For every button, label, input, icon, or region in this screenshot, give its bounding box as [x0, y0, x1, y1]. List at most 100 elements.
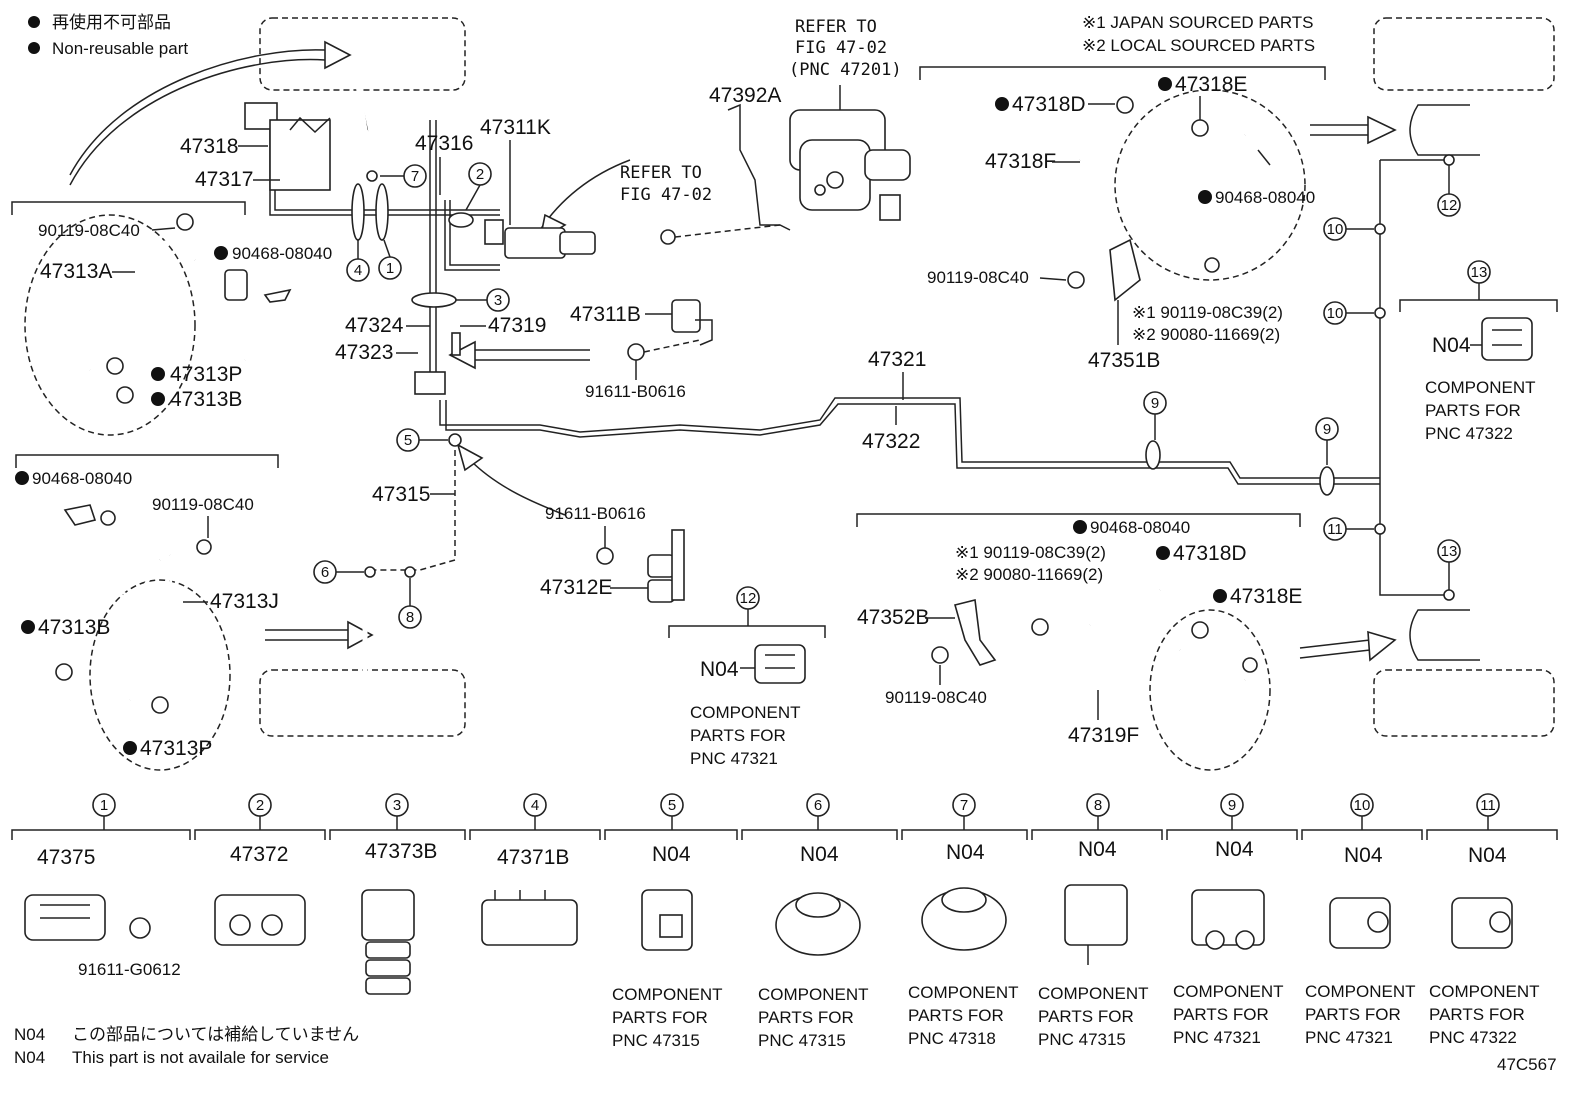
callout-1: 1 [386, 260, 394, 277]
bottom-9-code: N04 [1215, 838, 1254, 861]
label-90119-c39-b: ※1 90119-08C39(2) [955, 543, 1106, 562]
bottom-7-code: N04 [946, 841, 985, 864]
clip12-num: 12 [740, 590, 757, 607]
trunk-clamps [351, 183, 474, 395]
refer-fig-1: REFER TO [620, 163, 702, 183]
label-47352b: 47352B [857, 606, 929, 629]
bottom-1-sub: 91611-G0612 [78, 960, 181, 979]
bottom-2-code: 47372 [230, 843, 288, 866]
flow-arrows [69, 40, 1397, 662]
brake-pipes [269, 62, 1445, 688]
clip13-desc-1: COMPONENT [1425, 378, 1536, 397]
label-47312e: 47312E [540, 576, 612, 599]
bottom-10-num: 10 [1354, 797, 1371, 814]
label-47315: 47315 [372, 483, 430, 506]
clip-47311b [627, 299, 713, 361]
bottom-6-desc-2: PARTS FOR [758, 1008, 854, 1027]
label-90468-d: 90468-08040 [1090, 518, 1190, 537]
diagram-callouts: 7 2 4 1 3 5 6 8 9 9 10 [313, 154, 1461, 629]
refer-master-1: REFER TO [795, 17, 877, 37]
footnote-en: This part is not availale for service [72, 1048, 329, 1067]
callout-4: 4 [354, 262, 362, 279]
harness-47313a [24, 213, 292, 436]
label-47324: 47324 [345, 314, 404, 337]
callout-11: 11 [1327, 521, 1343, 538]
bottom-11-code: N04 [1468, 844, 1507, 867]
callout-13: 13 [1441, 543, 1458, 560]
label-47311b: 47311B [570, 303, 641, 326]
label-90080-a: ※2 90080-11669(2) [1132, 325, 1280, 344]
label-47313j: 47313J [210, 590, 279, 613]
clip-inset-13: 13 N04 COMPONENT PARTS FOR PNC 47322 [1425, 260, 1536, 443]
bracket-47392a [660, 103, 791, 245]
label-47392a: 47392A [709, 84, 781, 107]
bottom-10-desc-2: PARTS FOR [1305, 1005, 1401, 1024]
callout-2: 2 [476, 166, 484, 183]
bottom-7-num: 7 [960, 797, 968, 814]
legend-star1: ※1 JAPAN SOURCED PARTS [1082, 13, 1314, 32]
callout-3: 3 [494, 292, 502, 309]
label-47322: 47322 [862, 430, 920, 453]
label-90119-a: 90119-08C40 [38, 221, 140, 240]
bottom-7-desc-3: PNC 47318 [908, 1029, 996, 1048]
clip-inset-12: 12 N04 COMPONENT PARTS FOR PNC 47321 [690, 586, 806, 768]
bottom-3-code: 47373B [365, 840, 437, 863]
clip13-desc-3: PNC 47322 [1425, 424, 1513, 443]
refer-fig-2: FIG 47-02 [620, 185, 712, 205]
clip12-desc-2: PARTS FOR [690, 726, 786, 745]
label-90468-b: 90468-08040 [32, 469, 132, 488]
footnote-jp: この部品については補給していません [72, 1025, 359, 1044]
bottom-11-desc-2: PARTS FOR [1429, 1005, 1525, 1024]
clip12-desc-1: COMPONENT [690, 703, 801, 722]
clip13-desc-2: PARTS FOR [1425, 401, 1521, 420]
label-91611-b: 91611-B0616 [545, 504, 646, 523]
clip13-num: 13 [1471, 264, 1488, 281]
bottom-8-code: N04 [1078, 838, 1117, 861]
bottom-8-desc-1: COMPONENT [1038, 984, 1149, 1003]
legend-en: Non-reusable part [52, 39, 188, 58]
harness-47313j [55, 504, 231, 771]
callout-10b: 10 [1327, 305, 1344, 322]
label-47319f: 47319F [1068, 724, 1139, 747]
valve-47311k [484, 219, 596, 259]
label-47313a: 47313A [40, 260, 112, 283]
label-90119-b: 90119-08C40 [152, 495, 254, 514]
bottom-1-num: 1 [100, 797, 108, 814]
bottom-10-desc-1: COMPONENT [1305, 982, 1416, 1001]
label-90119-c39-a: ※1 90119-08C39(2) [1132, 303, 1283, 322]
callout-7: 7 [411, 168, 419, 185]
label-47321: 47321 [868, 348, 926, 371]
footnote: N04 この部品については補給していません N04 This part is n… [14, 1025, 1557, 1074]
harness-47318f [1067, 89, 1306, 302]
label-47313p-b: 47313P [140, 737, 212, 760]
footnote-code-2: N04 [14, 1048, 45, 1067]
label-47316: 47316 [415, 132, 473, 155]
part-labels: 47318 47317 47316 47311K 47392A REFER TO… [15, 17, 1315, 760]
label-91611-a: 91611-B0616 [585, 382, 686, 401]
figure-id: 47C567 [1497, 1055, 1557, 1074]
bottom-7-desc-1: COMPONENT [908, 983, 1019, 1002]
clip12-code: N04 [700, 658, 739, 681]
clip13-code: N04 [1432, 334, 1471, 357]
bottom-3-num: 3 [393, 797, 401, 814]
refer-master-3: (PNC 47201) [789, 60, 902, 80]
label-47311k: 47311K [480, 116, 551, 139]
label-47318f: 47318F [985, 150, 1056, 173]
label-90080-b: ※2 90080-11669(2) [955, 565, 1103, 584]
bottom-5-desc-1: COMPONENT [612, 985, 723, 1004]
callout-9b: 9 [1323, 421, 1331, 438]
bottom-5-code: N04 [652, 843, 691, 866]
bottom-6-desc-1: COMPONENT [758, 985, 869, 1004]
bottom-9-desc-3: PNC 47321 [1173, 1028, 1261, 1047]
bottom-10-desc-3: PNC 47321 [1305, 1028, 1393, 1047]
label-90119-d: 90119-08C40 [885, 688, 987, 707]
bottom-9-desc-1: COMPONENT [1173, 982, 1284, 1001]
label-47317: 47317 [195, 168, 253, 191]
bottom-2-num: 2 [256, 797, 264, 814]
label-47313p-a: 47313P [170, 363, 242, 386]
bottom-parts-row: 1 47375 91611-G0612 2 47372 3 47373B 4 4… [11, 793, 1558, 1050]
callout-9a: 9 [1151, 395, 1159, 412]
callout-12: 12 [1441, 197, 1458, 214]
clip12-desc-3: PNC 47321 [690, 749, 778, 768]
bottom-8-desc-3: PNC 47315 [1038, 1030, 1126, 1049]
